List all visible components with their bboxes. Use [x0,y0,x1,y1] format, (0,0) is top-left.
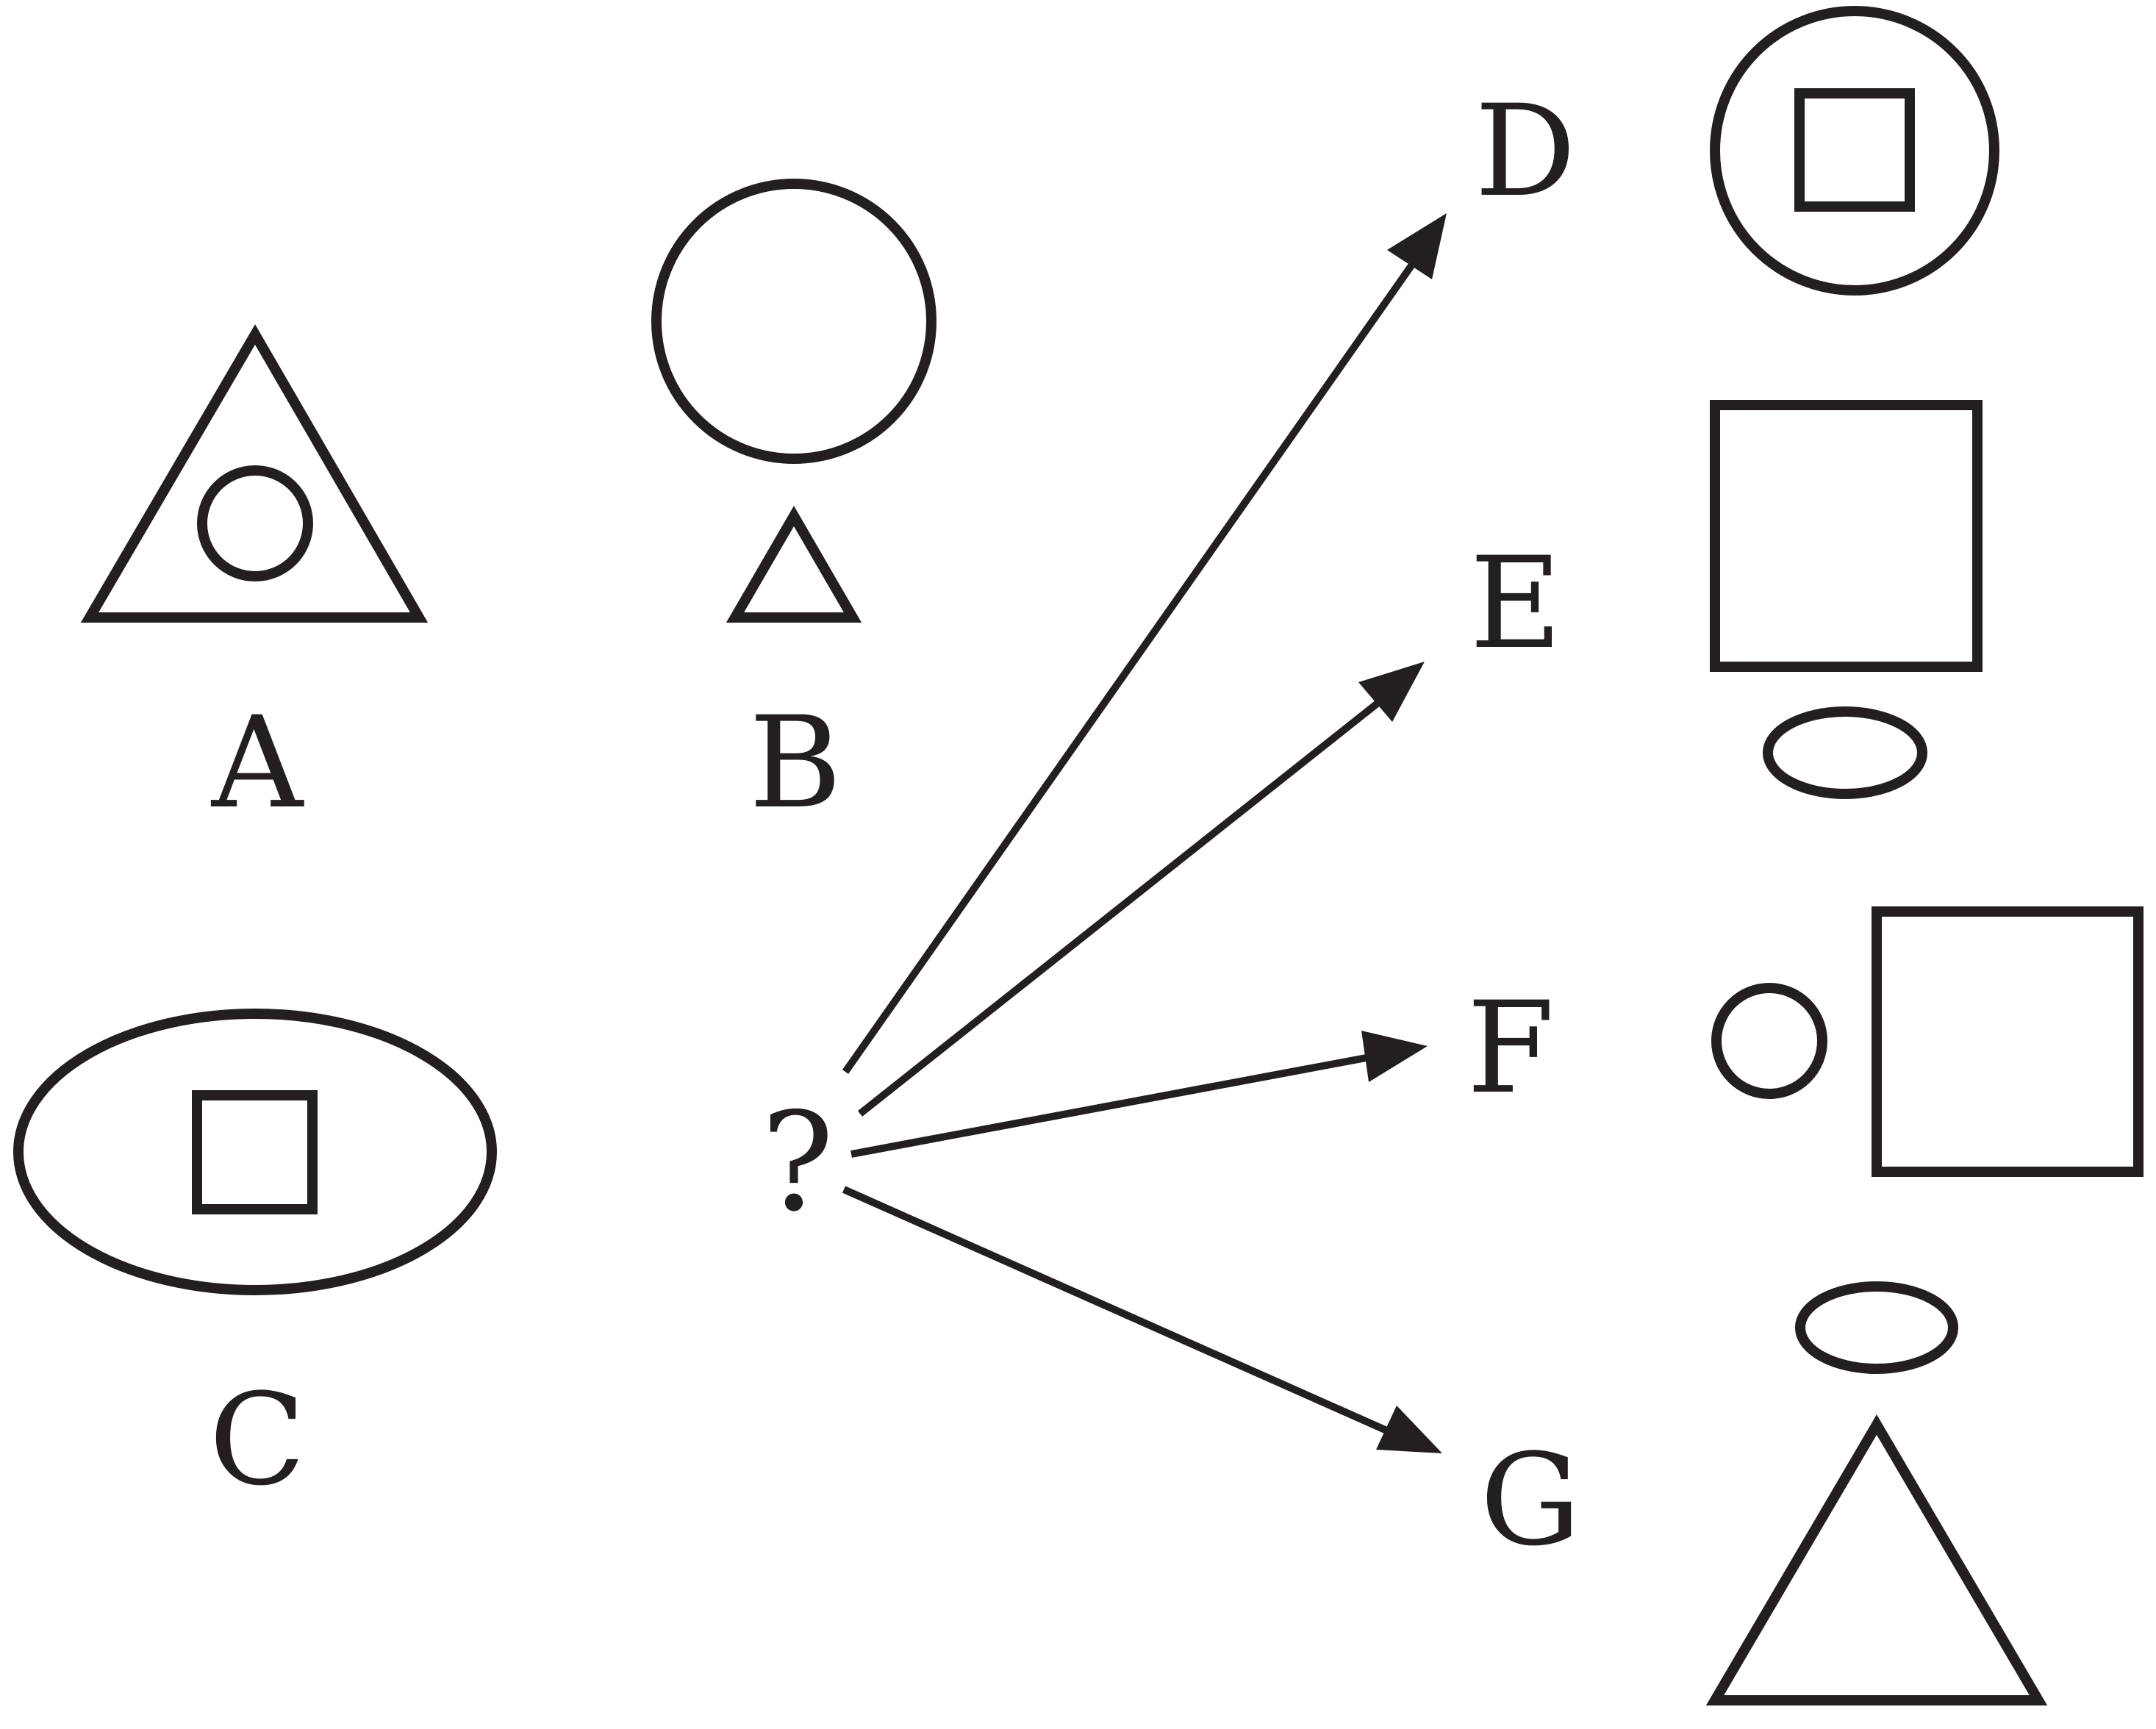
figure-c-ellipse [13,1009,497,1295]
option-d-circle [1710,6,1999,296]
figure-b [651,179,936,623]
option-f-square [1872,906,2144,1177]
option-f-circle [1711,983,1827,1099]
option-d-figure [1710,6,1999,296]
label-a: A [210,689,304,837]
figure-b-circle [651,179,936,464]
question-mark: ? [761,1083,834,1242]
label-e: E [1469,529,1562,677]
option-g-ellipse [1795,1281,1958,1374]
figure-c-inner-square [192,1090,318,1214]
option-e-ellipse [1763,706,1927,799]
label-b: B [749,689,842,837]
figure-a-triangle [80,324,429,623]
label-d: D [1475,77,1576,225]
figure-a-inner-circle [197,465,313,581]
arrow-to-f [850,1031,1428,1158]
figure-a [80,324,429,623]
arrow-to-d [842,213,1447,1074]
option-e-square [1710,400,1983,672]
arrow-to-g [842,1186,1442,1453]
option-g-figure [1705,1281,2048,1705]
arrow-to-e [857,662,1425,1117]
figure-c [13,1009,497,1295]
figure-b-small-triangle [726,506,862,623]
option-e-figure [1710,400,1983,799]
option-f-figure [1711,906,2144,1177]
option-d-inner-square [1794,88,1915,212]
option-g-triangle [1705,1414,2048,1705]
label-g: G [1480,1426,1580,1574]
label-c: C [209,1366,306,1514]
label-f: F [1466,974,1554,1122]
